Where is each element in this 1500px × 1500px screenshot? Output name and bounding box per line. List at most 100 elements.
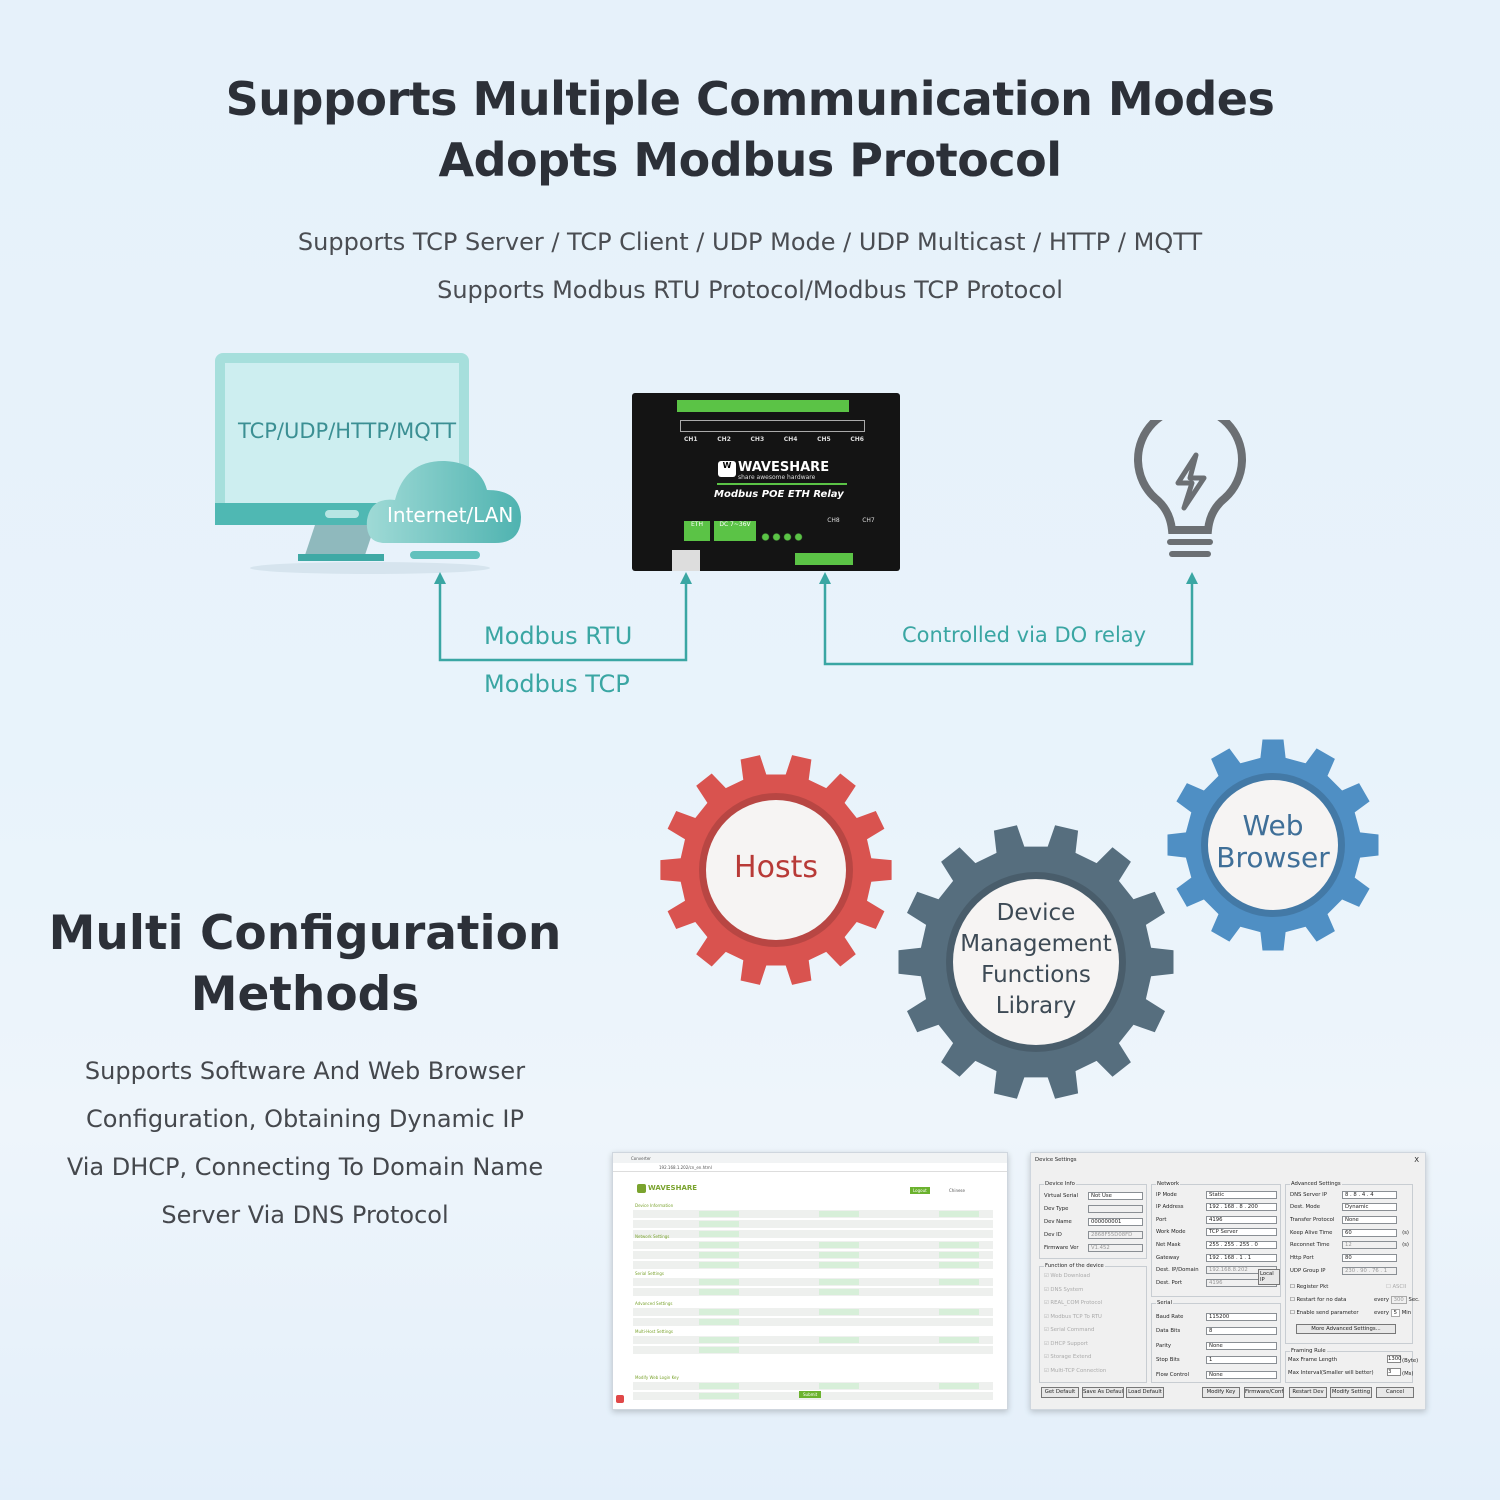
field-input[interactable]: 12 — [1342, 1241, 1397, 1250]
submit-button[interactable]: Submit — [799, 1391, 822, 1398]
field-unit: (s) — [1402, 1242, 1409, 1249]
gear-label-line: Device — [996, 900, 1076, 926]
field-input[interactable]: TCP Server — [1206, 1228, 1277, 1237]
field-input[interactable]: 255 . 255 . 255 . 0 — [1206, 1240, 1277, 1249]
local-ip-button[interactable]: Local IP — [1258, 1269, 1280, 1285]
settings-input[interactable] — [699, 1319, 739, 1325]
browser-tab[interactable]: Converter — [631, 1156, 651, 1161]
settings-input[interactable] — [939, 1337, 979, 1343]
settings-row — [633, 1288, 993, 1296]
firmware-config-button[interactable]: Firmware/Config — [1244, 1387, 1284, 1398]
close-button[interactable]: X — [1414, 1156, 1419, 1164]
more-advanced-button[interactable]: More Advanced Settings... — [1296, 1324, 1396, 1334]
settings-input[interactable] — [699, 1337, 739, 1343]
field-input[interactable]: 192 . 168 . 8 . 200 — [1206, 1203, 1277, 1212]
settings-input[interactable] — [699, 1383, 739, 1389]
restart-checkbox[interactable]: ☐ Restart for no data — [1290, 1297, 1347, 1303]
field-input[interactable]: Dynamic — [1342, 1203, 1397, 1212]
function-checkbox[interactable]: ☑ REAL_COM Protocol — [1044, 1300, 1103, 1306]
field-input[interactable]: 4196 — [1206, 1215, 1277, 1224]
field-input[interactable]: 80 — [1342, 1254, 1397, 1262]
max-frame-length-input[interactable]: 1300 — [1387, 1355, 1402, 1363]
field-input[interactable]: 1 — [1206, 1356, 1277, 1364]
field-input[interactable]: 8 — [1206, 1327, 1277, 1335]
settings-input[interactable] — [939, 1383, 979, 1389]
settings-row — [633, 1336, 993, 1344]
page-title-line-1: Supports Multiple Communication Modes — [225, 72, 1275, 126]
field-input[interactable] — [1088, 1204, 1143, 1213]
settings-input[interactable] — [699, 1309, 739, 1315]
url-bar[interactable]: 192.168.1.202/cn_en.html — [659, 1165, 712, 1170]
function-checkbox[interactable]: ☑ Modbus TCP To RTU — [1044, 1313, 1102, 1320]
settings-input[interactable] — [939, 1242, 979, 1248]
settings-input[interactable] — [699, 1242, 739, 1248]
settings-input[interactable] — [939, 1211, 979, 1217]
gear-label-line: Functions — [981, 962, 1091, 988]
field-input[interactable]: Not Use — [1088, 1191, 1143, 1200]
search-icon[interactable] — [616, 1395, 624, 1403]
field-input[interactable]: 000000001 — [1088, 1217, 1143, 1226]
settings-row — [633, 1278, 993, 1286]
settings-input[interactable] — [939, 1279, 979, 1285]
settings-input[interactable] — [819, 1337, 859, 1343]
settings-input[interactable] — [699, 1347, 739, 1353]
settings-input[interactable] — [699, 1262, 739, 1268]
cancel-button[interactable]: Cancel — [1376, 1387, 1414, 1398]
field-input[interactable]: Static — [1206, 1190, 1277, 1199]
settings-input[interactable] — [819, 1242, 859, 1248]
max-interval-input[interactable]: 3 — [1387, 1368, 1401, 1376]
function-checkbox[interactable]: ☑ Multi-TCP Connection — [1044, 1367, 1107, 1374]
field-input[interactable]: 230 . 90 . 76 . 1 — [1342, 1266, 1397, 1275]
settings-input[interactable] — [699, 1289, 739, 1295]
field-input[interactable]: None — [1206, 1341, 1277, 1350]
power-terminal: DC 7~36V — [714, 521, 756, 541]
settings-input[interactable] — [699, 1252, 739, 1258]
settings-input[interactable] — [939, 1309, 979, 1315]
settings-input[interactable] — [819, 1252, 859, 1258]
field-input[interactable]: None — [1342, 1215, 1397, 1224]
function-checkbox[interactable]: ☑ Web Download — [1044, 1273, 1090, 1279]
function-checkbox[interactable]: ☑ Storage Extend — [1044, 1354, 1092, 1360]
settings-row — [633, 1318, 993, 1326]
settings-input[interactable] — [699, 1279, 739, 1285]
eth-port: ETH — [684, 521, 710, 541]
restart-input[interactable]: 300 — [1390, 1296, 1407, 1304]
save-as-default-button[interactable]: Save As Default — [1082, 1387, 1124, 1398]
settings-input[interactable] — [699, 1211, 739, 1217]
settings-input[interactable] — [819, 1279, 859, 1285]
field-input[interactable]: 60 — [1342, 1228, 1397, 1237]
settings-input[interactable] — [819, 1383, 859, 1389]
field-input[interactable]: 192 . 168 . 1 . 1 — [1206, 1253, 1277, 1262]
settings-input[interactable] — [699, 1231, 739, 1237]
field-input[interactable]: None — [1206, 1370, 1277, 1379]
modify-key-button[interactable]: Modify Key — [1202, 1387, 1240, 1398]
settings-input[interactable] — [819, 1211, 859, 1217]
enable-send-checkbox[interactable]: ☐ Enable send parameter — [1290, 1310, 1359, 1316]
settings-input[interactable] — [819, 1309, 859, 1315]
field-input[interactable]: V1.452 — [1088, 1243, 1143, 1252]
settings-input[interactable] — [699, 1393, 739, 1399]
modify-setting-button[interactable]: Modify Setting — [1330, 1387, 1372, 1398]
get-default-button[interactable]: Get Default — [1041, 1387, 1079, 1398]
field-input[interactable]: 8 . 8 . 4 . 4 — [1342, 1190, 1397, 1199]
settings-input[interactable] — [819, 1289, 859, 1295]
field-label: Keep Alive Time — [1290, 1229, 1333, 1236]
settings-input[interactable] — [699, 1221, 739, 1227]
function-checkbox[interactable]: ☑ DNS System — [1044, 1286, 1084, 1293]
function-checkbox[interactable]: ☑ DHCP Support — [1044, 1340, 1089, 1347]
language-link[interactable]: Chinese — [949, 1188, 965, 1193]
load-default-button[interactable]: Load Default — [1126, 1387, 1164, 1398]
restart-dev-button[interactable]: Restart Dev — [1289, 1387, 1327, 1398]
field-input[interactable]: 115200 — [1206, 1312, 1277, 1321]
function-checkbox[interactable]: ☑ Serial Command — [1044, 1327, 1095, 1333]
settings-input[interactable] — [819, 1262, 859, 1268]
send-input[interactable]: 5 — [1390, 1309, 1401, 1317]
register-pkt-checkbox[interactable]: ☐ Register Pkt — [1290, 1284, 1329, 1290]
logout-button[interactable]: Logout — [910, 1187, 930, 1194]
field-input[interactable]: 2868F55D08FD — [1088, 1230, 1143, 1239]
settings-input[interactable] — [939, 1252, 979, 1258]
settings-input[interactable] — [939, 1262, 979, 1268]
ascii-checkbox[interactable]: ☐ ASCII — [1386, 1284, 1407, 1290]
